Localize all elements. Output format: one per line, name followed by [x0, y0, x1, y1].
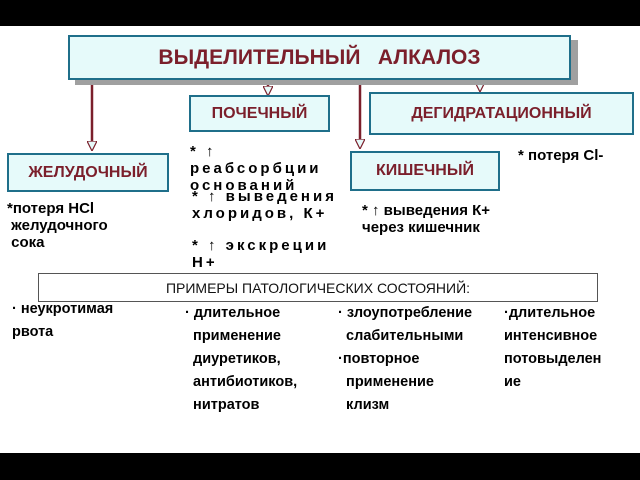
mechanism-dehydration: * потеря Cl- — [518, 147, 604, 164]
bottom-black-bar — [0, 453, 640, 480]
mechanism-renal-2: * ↑ выведения хлоридов, К+ — [192, 188, 337, 222]
box-renal: ПОЧЕЧНЫЙ — [189, 95, 330, 132]
box-renal-label: ПОЧЕЧНЫЙ — [211, 104, 308, 122]
mechanism-gastric: *потеря HCl желудочного сока — [7, 200, 108, 251]
example-col-2: · длительное применение диуретиков, анти… — [185, 305, 298, 413]
example-col-1: · неукротимая рвота — [12, 301, 114, 340]
box-gastric-label: ЖЕЛУДОЧНЫЙ — [28, 163, 148, 181]
example-col-3: · злоупотребление слабительными ·повторн… — [338, 305, 473, 413]
examples-header-box: ПРИМЕРЫ ПАТОЛОГИЧЕСКИХ СОСТОЯНИЙ: — [38, 273, 598, 302]
mechanism-renal-1: * ↑ реабсорбции оснований — [190, 143, 322, 194]
box-intestinal-label: КИШЕЧНЫЙ — [376, 162, 474, 179]
example-col-4: ·длительное интенсивное потовыделен ие — [504, 305, 602, 390]
box-dehydration-label: ДЕГИДРАТАЦИОННЫЙ — [411, 104, 592, 122]
box-intestinal: КИШЕЧНЫЙ — [350, 151, 500, 191]
diagram-title: ВЫДЕЛИТЕЛЬНЫЙ АЛКАЛОЗ — [158, 45, 481, 69]
box-gastric: ЖЕЛУДОЧНЫЙ — [7, 153, 169, 192]
box-dehydration: ДЕГИДРАТАЦИОННЫЙ — [369, 92, 634, 135]
examples-header: ПРИМЕРЫ ПАТОЛОГИЧЕСКИХ СОСТОЯНИЙ: — [165, 279, 471, 296]
top-black-bar — [0, 0, 640, 26]
mechanism-intestinal: * ↑ выведения К+ через кишечник — [362, 202, 491, 236]
title-box: ВЫДЕЛИТЕЛЬНЫЙ АЛКАЛОЗ — [68, 35, 571, 80]
